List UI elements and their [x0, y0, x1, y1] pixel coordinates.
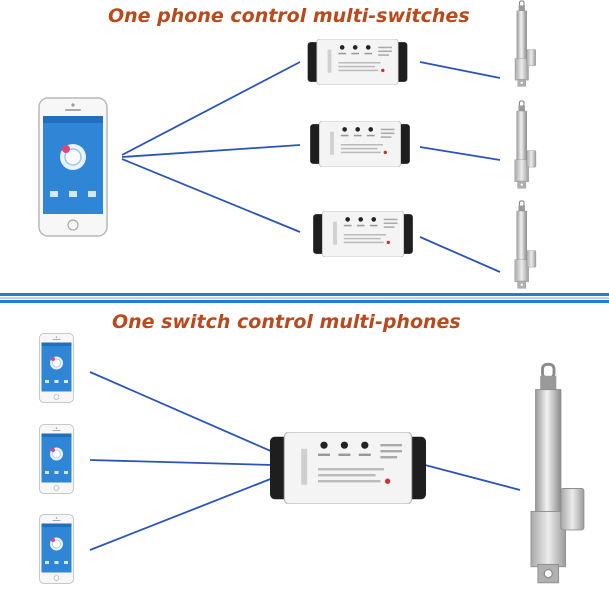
top-phone-icon: [38, 97, 108, 237]
bottom-phone-3-icon: [39, 514, 74, 584]
top-actuator-icon: [513, 0, 537, 88]
lower-switch-module-icon: [312, 211, 414, 257]
bottom-switch-module-icon: [269, 432, 427, 504]
section-divider: [0, 293, 609, 296]
top-section-title: One phone control multi-switches: [108, 5, 470, 27]
section-divider-lower: [0, 300, 609, 303]
bottom-phone-2-icon: [39, 424, 74, 494]
bottom-section-title: One switch control multi-phones: [112, 311, 461, 333]
top-switch-module-icon: [307, 39, 408, 85]
bottom-phone-1-icon: [39, 333, 74, 403]
bottom-actuator-icon: [531, 364, 584, 583]
bottom-connection-lines: [89, 371, 521, 551]
lower-actuator-icon: [513, 200, 538, 290]
middle-actuator-icon: [513, 100, 538, 190]
section-divider-shadow: [0, 297, 609, 299]
middle-switch-module-icon: [309, 121, 411, 167]
top-connection-lines: [121, 61, 501, 273]
